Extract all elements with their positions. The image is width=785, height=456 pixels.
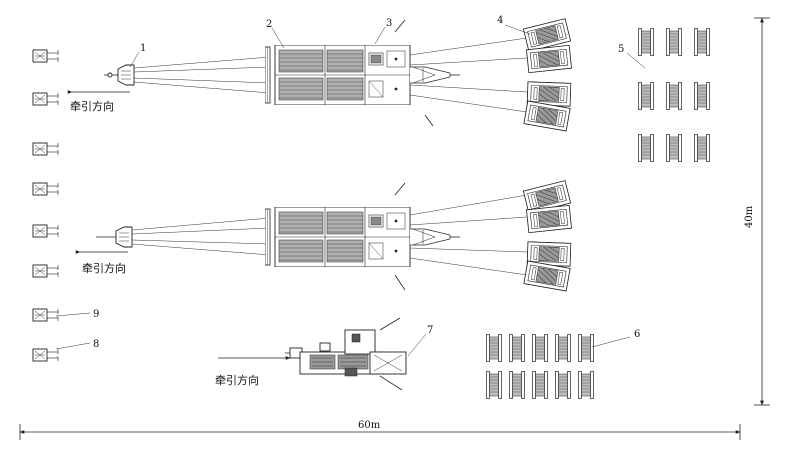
callout-number: 6	[634, 329, 640, 340]
direction-label-bottom: 牵引方向	[215, 373, 259, 387]
reel-storage-6	[486, 334, 594, 399]
cable-reel	[509, 371, 525, 399]
cable-reel	[532, 371, 548, 399]
middle-setup	[96, 180, 573, 292]
reel-stand	[525, 204, 573, 234]
callout-number: 3	[386, 18, 392, 29]
tensioner-machine	[265, 207, 461, 267]
puller-machine	[285, 317, 407, 391]
direction-label-mid: 牵引方向	[82, 261, 126, 275]
ground-anchor	[32, 92, 59, 106]
callout-number: 8	[93, 339, 99, 350]
cable-reel	[509, 334, 525, 362]
height-dimension: 40m	[744, 17, 770, 406]
running-board-mid	[96, 217, 271, 256]
cable-reel	[694, 134, 710, 162]
callout-number: 1	[140, 43, 146, 54]
cable-reel	[578, 334, 594, 362]
cable-reel	[666, 134, 682, 162]
cable-reel	[666, 28, 682, 56]
reel-stands-top	[522, 18, 573, 132]
cable-reel	[532, 334, 548, 362]
callout-number: 5	[618, 44, 624, 55]
direction-arrows: 牵引方向 牵引方向 牵引方向	[67, 90, 291, 387]
ground-anchor	[32, 264, 59, 278]
cable-reel	[694, 82, 710, 110]
ground-anchor	[32, 182, 59, 196]
reel-stands-mid	[522, 180, 573, 292]
running-board-top	[104, 56, 271, 94]
ground-anchor	[32, 49, 59, 63]
cable-reel	[486, 371, 502, 399]
reel-storage-5	[638, 28, 710, 162]
cable-reel	[694, 28, 710, 56]
callout-number: 4	[497, 15, 503, 26]
cable-reel	[638, 82, 654, 110]
cable-reel	[578, 371, 594, 399]
reel-stand	[525, 44, 573, 74]
cable-reel	[555, 334, 571, 362]
callout-number: 2	[266, 19, 272, 30]
cable-reel	[666, 82, 682, 110]
ground-anchor	[32, 224, 59, 238]
ground-anchor	[32, 308, 59, 322]
callout-number: 9	[93, 309, 99, 320]
top-setup	[104, 18, 573, 132]
ground-anchor	[32, 142, 59, 156]
cable-reel	[486, 334, 502, 362]
ground-anchors	[32, 49, 59, 362]
width-dimension: 60m	[19, 420, 741, 440]
cable-reel	[555, 371, 571, 399]
callout-number: 7	[427, 325, 433, 336]
ground-anchor	[32, 348, 59, 362]
cable-reel	[638, 28, 654, 56]
direction-label-top: 牵引方向	[70, 99, 114, 113]
tensioner-machine	[265, 45, 461, 105]
cable-reel	[638, 134, 654, 162]
callouts: 1 2 3 4 5 6 7 8 9	[55, 15, 646, 357]
width-dimension-label: 60m	[358, 420, 381, 431]
height-dimension-label: 40m	[744, 205, 755, 228]
